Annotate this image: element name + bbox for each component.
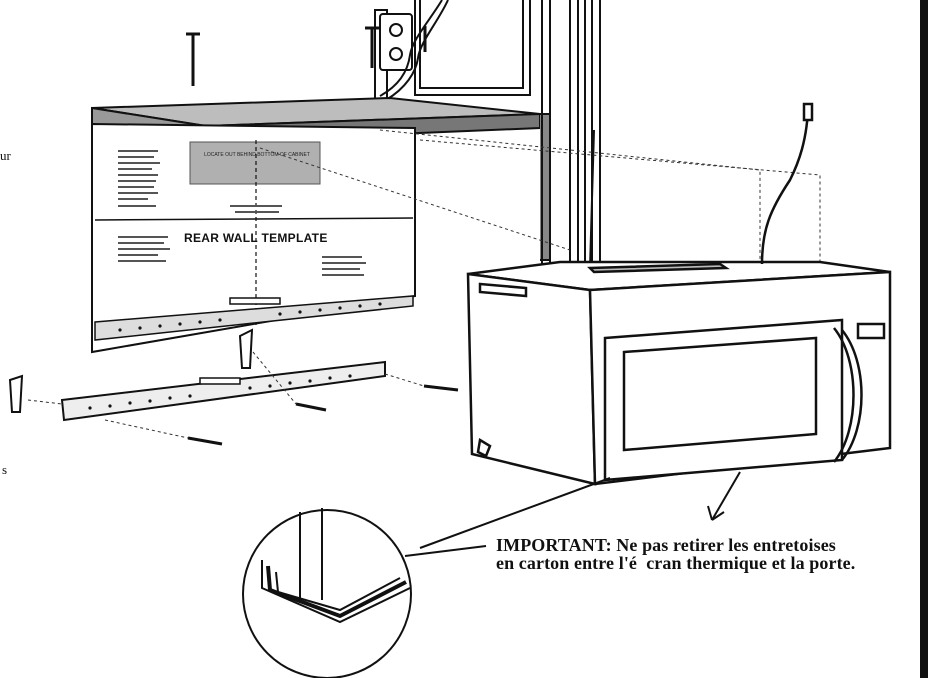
important-note: IMPORTANT: Ne pas retirer les entretoise… xyxy=(496,536,855,572)
rear-wall-template xyxy=(91,122,416,354)
page-margin-bar xyxy=(920,0,928,678)
template-title: REAR WALL TEMPLATE xyxy=(184,231,328,245)
cropped-label-top: ur xyxy=(0,148,11,163)
template-box-text: LOCATE OUT BEHIND BOTTOM OF CABINET xyxy=(204,152,310,158)
wall-structure xyxy=(541,0,601,269)
detail-callout xyxy=(242,471,741,678)
mounting-screws xyxy=(187,384,459,446)
toggle-anchors xyxy=(8,328,254,413)
mounting-plate xyxy=(60,360,386,422)
important-line-1: IMPORTANT: Ne pas retirer les entretoise… xyxy=(496,535,836,555)
important-line-2: en carton entre l'é cran thermique et la… xyxy=(496,553,856,573)
alignment-guides xyxy=(27,129,821,439)
screws-top xyxy=(186,26,427,86)
cropped-label-bottom: s xyxy=(2,462,8,477)
outlet xyxy=(379,13,413,71)
microwave xyxy=(466,102,892,486)
power-cord xyxy=(379,0,449,101)
